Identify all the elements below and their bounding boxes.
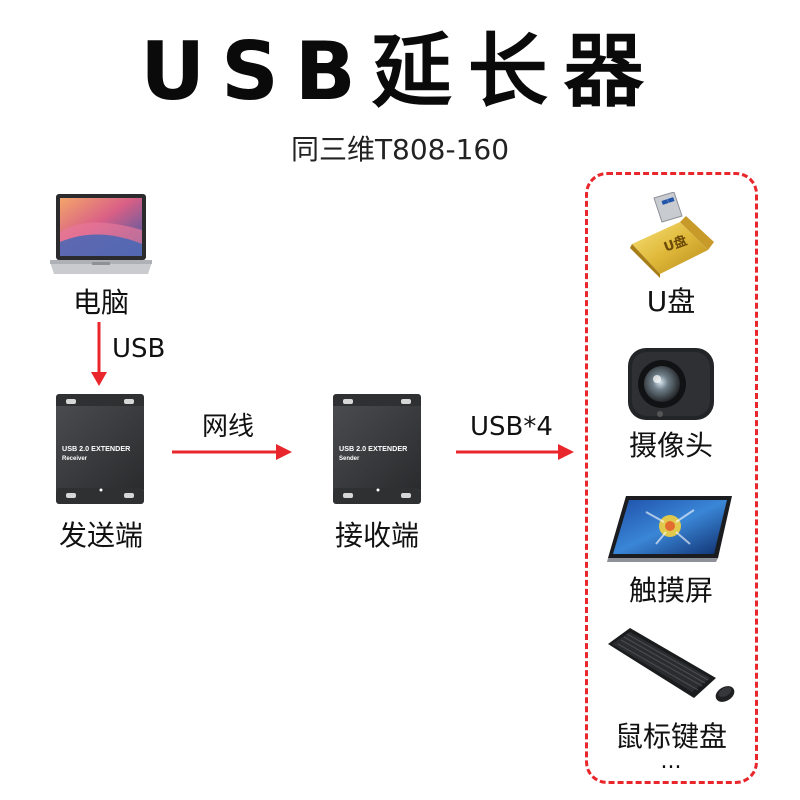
laptop-icon	[50, 194, 152, 274]
cable-label: 网线	[202, 412, 255, 442]
diagram-title: USB延长器	[140, 25, 660, 118]
camera-icon	[628, 348, 714, 420]
receiver-extender-device: USB 2.0 EXTENDER Sender	[333, 394, 421, 504]
sender-model-text: USB 2.0 EXTENDER	[62, 444, 131, 453]
receiver-role-text: Sender	[339, 456, 360, 462]
cable-arrow	[172, 444, 292, 460]
keyboard-mouse-icon	[608, 628, 735, 702]
usb-link-label: USB	[112, 334, 166, 364]
more-devices-ellipsis: ...	[660, 749, 682, 774]
usb-flash-drive-icon: U盘	[630, 192, 714, 278]
computer-label: 电脑	[72, 286, 129, 319]
sender-extender-device: USB 2.0 EXTENDER Receiver	[56, 394, 144, 504]
camera-label: 摄像头	[628, 429, 713, 462]
usb4-label: USB*4	[470, 412, 553, 442]
sender-label: 发送端	[58, 519, 143, 552]
udisk-badge-text: U盘	[662, 232, 690, 255]
keyboard-mouse-label: 鼠标键盘	[614, 720, 727, 753]
usb4-arrow	[456, 444, 574, 460]
usb-devices-group	[585, 172, 758, 784]
usb-down-arrow	[91, 322, 107, 386]
touchscreen-icon	[607, 496, 732, 562]
receiver-label: 接收端	[334, 519, 419, 552]
sender-role-text: Receiver	[62, 456, 88, 462]
diagram-subtitle: 同三维T808-160	[290, 133, 510, 166]
udisk-label: U盘	[646, 285, 696, 318]
touchscreen-label: 触摸屏	[628, 574, 713, 607]
receiver-model-text: USB 2.0 EXTENDER	[339, 444, 408, 453]
